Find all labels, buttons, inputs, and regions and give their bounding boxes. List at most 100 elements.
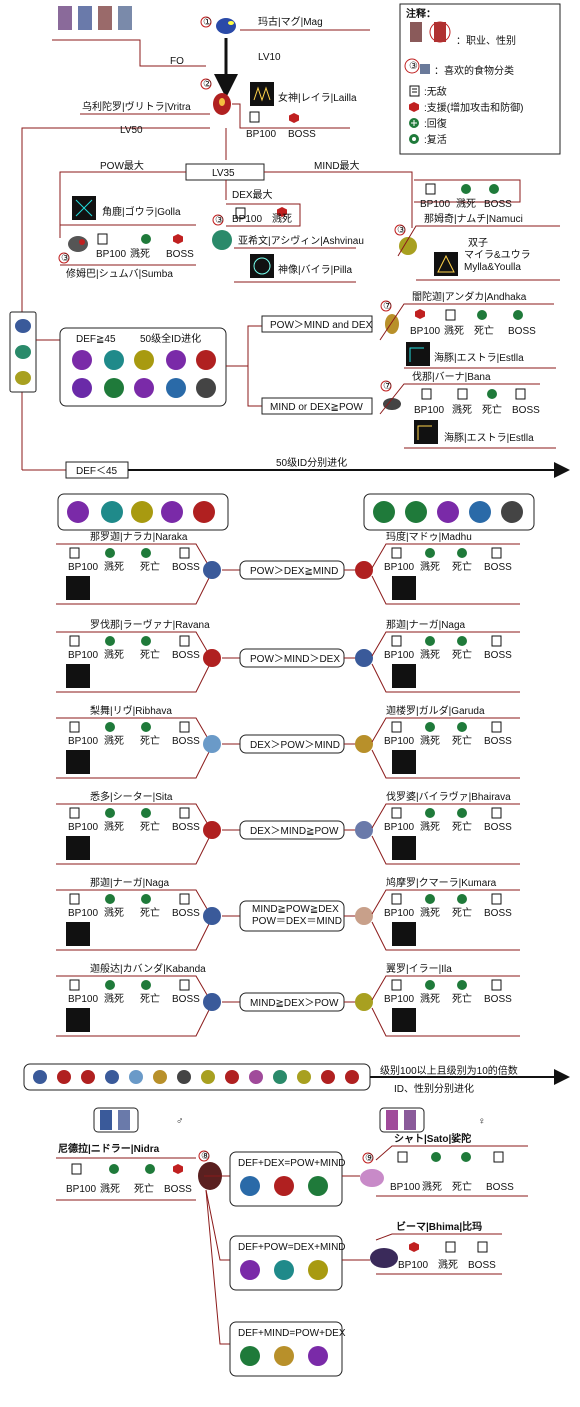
- legend-item-0: :无敌: [424, 85, 447, 98]
- bana-bp100: BP100: [414, 405, 444, 416]
- vritra-label: 乌利陀罗|ヴリトラ|Vritra: [82, 100, 191, 113]
- mid-left-sprite-icon-4: [203, 907, 221, 925]
- bana-label: 伐那|バーナ|Bana: [412, 371, 491, 383]
- pilla-label-top: 神像|バイラ|Pilla: [278, 263, 353, 276]
- mid-left-shibou-3: 死亡: [140, 820, 160, 833]
- by-id-label: 50级ID分别进化: [276, 456, 347, 469]
- sumba-sprite-icon: [68, 236, 88, 252]
- mid-left-sprite-icon-5: [203, 993, 221, 1011]
- dex-max-label: DEX最大: [232, 188, 273, 201]
- lv100-label-b: ID、性别分别进化: [394, 1082, 474, 1095]
- mid-left-name-2: 梨舞|リヴ|Ribhava: [90, 704, 172, 717]
- svg-text:⑨: ⑨: [365, 1153, 374, 1164]
- mid-right-shibou-5: 死亡: [452, 992, 472, 1005]
- andhaka-shibou: 死亡: [474, 324, 494, 337]
- lv10-label: LV10: [258, 52, 281, 63]
- mid-left-sprite-icon-1: [203, 649, 221, 667]
- mylla-label-3: Mylla&Youlla: [464, 262, 521, 273]
- all-id-label: 50级全ID进化: [140, 332, 201, 345]
- mid-cond-b-4: POW＝DEX＝MIND: [252, 916, 342, 927]
- bhima-sprite-icon: [370, 1248, 398, 1268]
- mid-left-bp100-2: BP100: [68, 736, 98, 747]
- mid-left-sprite-icon-2: [203, 735, 221, 753]
- mid-right-shibou-4: 死亡: [452, 906, 472, 919]
- mid-left-sokushi-2: 溅死: [104, 734, 124, 747]
- legend-job-gender: ：职业、性别: [456, 34, 516, 47]
- mag-sprite-icon: [216, 18, 236, 34]
- nidra-label: 尼德拉|ニドラー|Nidra: [58, 1142, 160, 1155]
- mid-left-sprite-icon-3: [203, 821, 221, 839]
- mid-right-sokushi-0: 溅死: [420, 560, 440, 573]
- bana-shibou: 死亡: [482, 403, 502, 416]
- mid-right-bp100-3: BP100: [384, 822, 414, 833]
- pow-max-label: POW最大: [100, 159, 144, 172]
- mid-right-sprite-icon-0: [355, 561, 373, 579]
- id-icons-row-1: [72, 350, 216, 398]
- bana-sprite-icon: [383, 398, 401, 410]
- mid-left-shibou-0: 死亡: [140, 560, 160, 573]
- male-symbol: ♂: [176, 1116, 184, 1127]
- bana-sokushi: 溅死: [452, 403, 472, 416]
- legend-item-2: :回復: [424, 117, 447, 130]
- svg-text:⑧: ⑧: [201, 1151, 210, 1162]
- mid-left-boss-2: BOSS: [172, 736, 200, 747]
- svg-text:②: ②: [203, 79, 212, 90]
- svg-text:③: ③: [61, 253, 70, 264]
- golla-label: 角鹿|ゴウラ|Golla: [102, 205, 181, 218]
- sato-shibou: 死亡: [452, 1180, 472, 1193]
- legend-item-1: :支援(增加攻击和防御): [424, 101, 523, 114]
- cond-pow-label: POW＞MIND and DEX: [270, 320, 373, 331]
- legend-food: ：喜欢的食物分类: [434, 64, 514, 77]
- sumba-label: 修姆巴|シュムバ|Sumba: [66, 267, 173, 280]
- mid-right-shibou-1: 死亡: [452, 648, 472, 661]
- bhima-bp100: BP100: [398, 1260, 428, 1271]
- namuci-sokushi: 溅死: [456, 197, 476, 210]
- mid-right-boss-2: BOSS: [484, 736, 512, 747]
- nidra-bp100: BP100: [66, 1184, 96, 1195]
- sato-sokushi: 溅死: [422, 1180, 442, 1193]
- bhima-sokushi: 溅死: [438, 1258, 458, 1271]
- mid-left-name-4: 那迦|ナーガ|Naga: [90, 877, 170, 889]
- mid-left-boss-1: BOSS: [172, 650, 200, 661]
- mid-right-sprite-icon-3: [355, 821, 373, 839]
- legend: 注释： ：职业、性别 ③ ：喜欢的食物分类 :无敌 :支援(增加攻击和防御) :…: [399, 3, 561, 155]
- mid-right-bp100-5: BP100: [384, 994, 414, 1005]
- mid-right-boss-5: BOSS: [484, 994, 512, 1005]
- mid-left-sokushi-1: 溅死: [104, 648, 124, 661]
- lailla-bp100: BP100: [246, 129, 276, 140]
- mid-left-name-3: 悉多|シーター|Sita: [90, 790, 173, 803]
- mid-left-sokushi-3: 溅死: [104, 820, 124, 833]
- mid-right-bp100-1: BP100: [384, 650, 414, 661]
- mid-right-sprite-icon-5: [355, 993, 373, 1011]
- andhaka-bp100: BP100: [410, 326, 440, 337]
- mylla-label-2: マイラ&ユウラ: [464, 249, 531, 261]
- nidra-sokushi: 溅死: [100, 1182, 120, 1195]
- svg-text:③: ③: [397, 225, 406, 236]
- mid-right-bp100-0: BP100: [384, 562, 414, 573]
- mid-right-bp100-4: BP100: [384, 908, 414, 919]
- ashvinau-label: 亚希文|アシヴィン|Ashvinau: [238, 234, 364, 247]
- lv50-sprites-icon: [15, 319, 31, 385]
- mylla-label-1: 双子: [468, 237, 488, 249]
- mid-right-sokushi-5: 溅死: [420, 992, 440, 1005]
- mid-right-name-1: 那迦|ナーガ|Naga: [386, 619, 466, 631]
- legend-item-3: :复活: [424, 133, 447, 146]
- lv50-label: LV50: [120, 125, 143, 136]
- mid-left-boss-4: BOSS: [172, 908, 200, 919]
- sumba-sokushi: 溅死: [130, 247, 150, 260]
- lv100-sprite-row-icon: [33, 1070, 359, 1084]
- namuci-label: 那姆奇|ナムチ|Namuci: [424, 212, 523, 225]
- mid-cond-3: DEX＞MIND≧POW: [250, 826, 339, 837]
- mid-right-shibou-0: 死亡: [452, 560, 472, 573]
- sumba-bp100: BP100: [96, 249, 126, 260]
- mid-right-sokushi-3: 溅死: [420, 820, 440, 833]
- sumba-boss: BOSS: [166, 249, 194, 260]
- svg-text:⑦: ⑦: [383, 301, 392, 312]
- mid-right-shibou-3: 死亡: [452, 820, 472, 833]
- namuci-boss: BOSS: [484, 199, 512, 210]
- mid-left-boss-3: BOSS: [172, 822, 200, 833]
- ash-sokushi: 溅死: [272, 212, 292, 225]
- mid-right-id-icons: [373, 501, 523, 523]
- cond-a-icons: [240, 1176, 328, 1196]
